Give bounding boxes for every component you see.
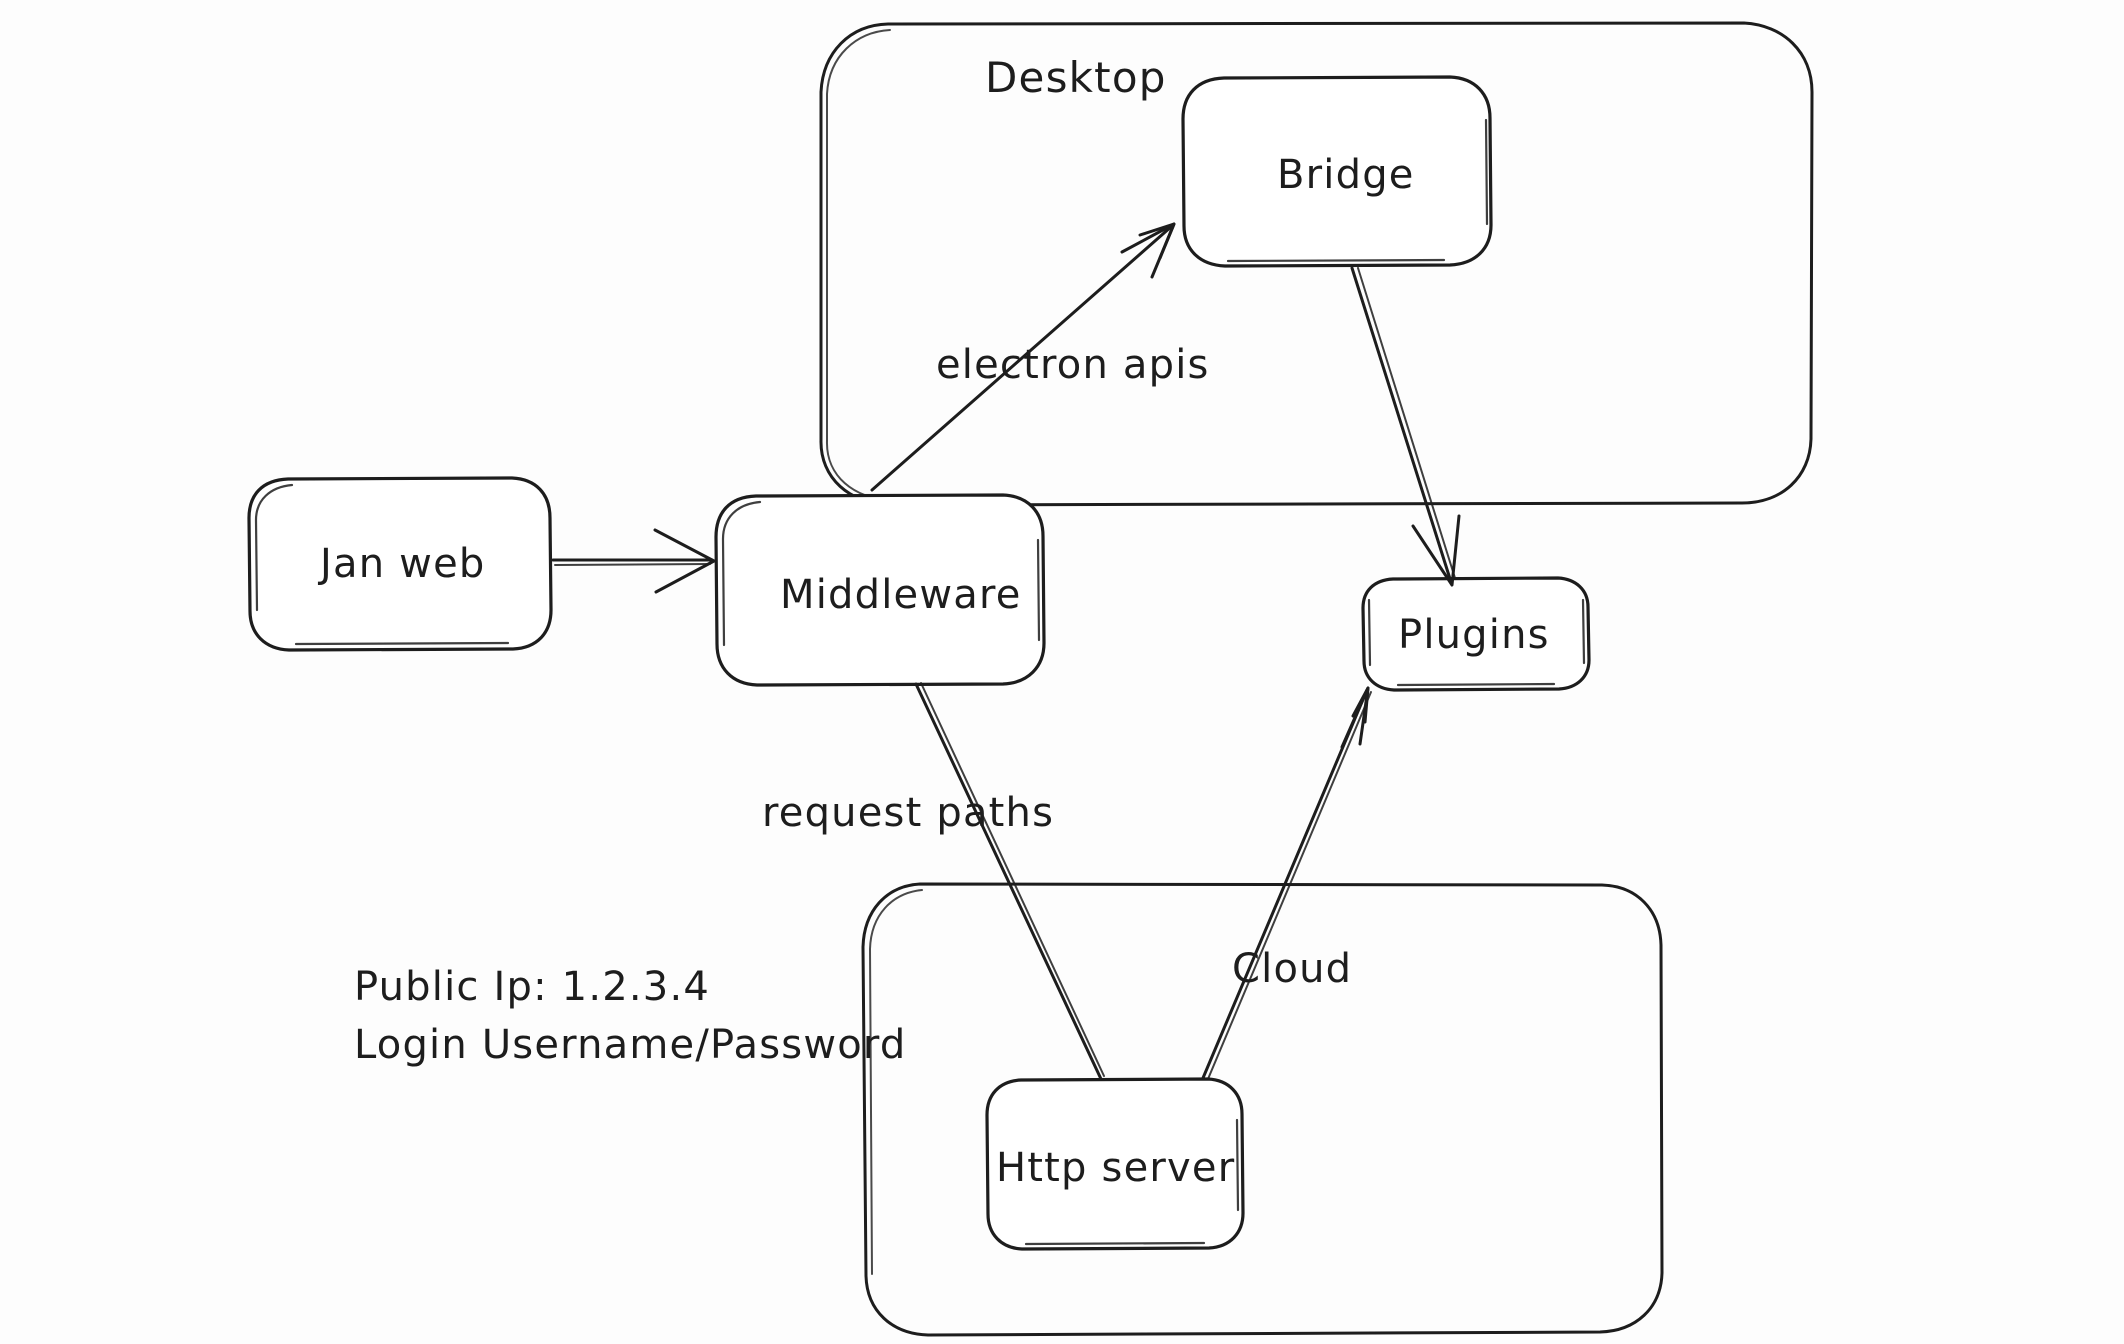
note-public-ip: Public Ip: 1.2.3.4 [354,964,710,1010]
edge-jan-to-middleware [551,528,716,594]
group-label-desktop: Desktop [985,53,1167,102]
node-jan-web[interactable] [247,476,553,652]
edge-label-request-paths: request paths [762,790,1054,836]
node-label-plugins: Plugins [1398,612,1550,658]
edge-bridge-to-plugins [1350,266,1461,587]
edge-middleware-to-http-server [914,682,1105,1081]
node-label-jan-web: Jan web [317,541,486,587]
group-desktop[interactable] [819,21,1814,507]
node-bridge[interactable] [1181,75,1493,268]
edge-label-electron-apis: electron apis [936,342,1210,388]
edge-http-server-to-plugins [1201,686,1372,1080]
node-plugins[interactable] [1361,576,1591,692]
node-label-http-server: Http server [996,1145,1235,1191]
node-middleware[interactable] [714,493,1046,687]
note-login: Login Username/Password [354,1022,906,1068]
edge-label-cloud: Cloud [1232,946,1352,992]
node-http-server[interactable] [985,1077,1245,1251]
node-label-bridge: Bridge [1277,152,1415,198]
node-label-middleware: Middleware [780,572,1022,618]
edge-middleware-to-bridge [870,222,1176,492]
group-cloud[interactable] [861,882,1664,1337]
